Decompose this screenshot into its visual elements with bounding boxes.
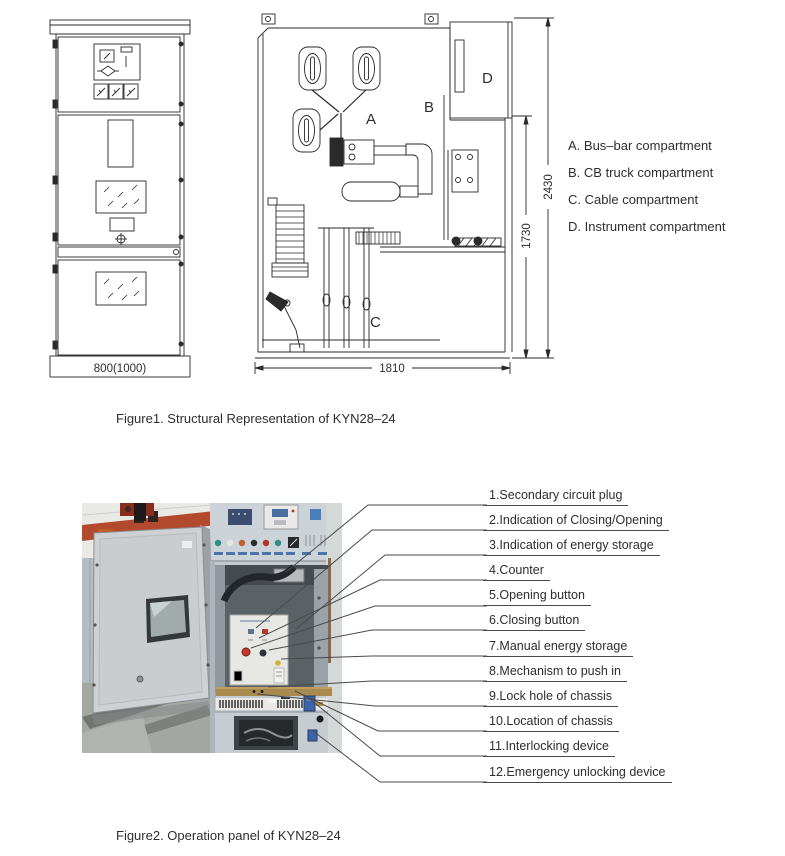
figure1-structural-drawing: 800(1000) [49,13,555,378]
cables [318,227,374,348]
cb-truck [329,137,483,246]
energy-storage-indicator [262,629,268,634]
callout-interlocking-device: 11.Interlocking device [483,739,615,757]
svg-text:1730: 1730 [521,223,533,249]
opening-button [241,647,251,657]
dimension-2430: 2430 [512,17,555,359]
callout-secondary-circuit-plug: 1.Secondary circuit plug [483,488,629,506]
busbar-bushings [292,46,381,153]
chassis-location-mark [281,696,290,699]
callout-closing-opening-indication: 2.Indication of Closing/Opening [483,513,669,531]
label-compartment-b: B [424,99,434,116]
label-compartment-d: D [482,70,493,87]
label-compartment-a: A [366,111,376,128]
callout-closing-button: 6.Closing button [483,613,586,631]
closing-button [259,649,267,657]
figure2-caption: Figure2. Operation panel of KYN28–24 [116,828,341,843]
figure2-photo [82,503,342,753]
callout-location-chassis: 10.Location of chassis [483,714,619,732]
callout-opening-button: 5.Opening button [483,588,591,606]
top-instrument-panel [210,503,327,562]
chassis-front-bar [216,687,332,696]
callout-counter: 4.Counter [483,563,550,581]
legend-instrument: D. Instrument compartment [568,219,726,234]
circuit-breaker-front [229,614,289,686]
emergency-unlocking-device [307,729,318,742]
front-view-drawing: 800(1000) [49,19,191,378]
door-knob [316,715,324,723]
label-compartment-c: C [370,314,381,331]
manual-energy-storage-socket [275,660,281,666]
callout-emergency-unlocking: 12.Emergency unlocking device [483,765,672,783]
side-view-drawing: 1810 1730 [254,13,555,375]
legend-cb-truck: B. CB truck compartment [568,165,714,180]
legend-cable: C. Cable compartment [568,192,699,207]
callout-mechanism-push-in: 8.Mechanism to push in [483,664,628,682]
closing-opening-indicator [248,629,254,634]
legend-busbar: A. Bus–bar compartment [568,138,712,153]
open-door [92,525,216,725]
callout-lock-hole-chassis: 9.Lock hole of chassis [483,689,618,707]
svg-text:1810: 1810 [379,363,405,375]
current-transformer-stack [267,197,309,278]
cb-compartment-opening [215,564,328,693]
callout-energy-storage-indication: 3.Indication of energy storage [483,538,660,556]
svg-text:2430: 2430 [543,174,555,200]
dimension-1730: 1730 [512,115,533,359]
dimension-1810: 1810 [254,362,511,375]
cable-compartment-door [215,711,328,753]
figure1-caption: Figure1. Structural Representation of KY… [116,411,396,426]
callout-manual-energy-storage: 7.Manual energy storage [483,639,634,657]
front-width-dimension: 800(1000) [94,363,147,375]
